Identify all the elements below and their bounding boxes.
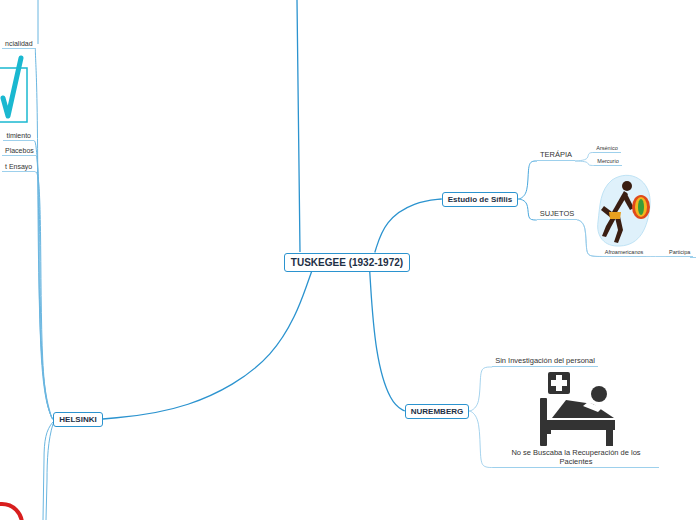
branch-line: [35, 49, 53, 419]
branch-line: [575, 153, 593, 162]
topic-text: No se Buscaba la Recuperación de los Pac…: [496, 448, 656, 466]
topic-text: SUJETOS: [540, 209, 574, 218]
topic-text: Sin Investigación del personal: [495, 356, 595, 365]
topic-text: ncialidad: [5, 40, 33, 47]
branch-line: [518, 161, 537, 199]
hospital-bed-icon: [540, 372, 615, 446]
branch-line: [575, 161, 594, 166]
branch-line: [469, 367, 492, 411]
subtopic: TERÁPIA: [537, 149, 575, 161]
topic-text: NUREMBERG: [411, 407, 463, 416]
subtopic: Mercurio: [594, 157, 621, 166]
prohibition-icon: [0, 504, 22, 520]
main-topic: Estudio de Sífilis: [442, 192, 518, 207]
subtopic: SUJETOS: [537, 208, 577, 220]
underline: [690, 257, 696, 258]
subtopic: Sin Investigación del personal: [492, 355, 598, 367]
checkmark-icon: [3, 58, 21, 116]
topic-text: Arsénico: [596, 145, 617, 151]
subtopic: No se Buscaba la Recuperación de los Pac…: [493, 447, 659, 468]
topic-text: Afroamericanos: [605, 249, 644, 255]
branch-line: [469, 411, 493, 468]
subtopic: Placebos: [2, 146, 37, 156]
branch-line: [38, 0, 39, 44]
branch-line: [370, 272, 405, 412]
subtopic: Arsénico: [593, 144, 620, 153]
main-topic: NUREMBERG: [405, 404, 469, 419]
topic-text: t Ensayo: [5, 163, 32, 170]
branch-line: [297, 0, 300, 252]
topic-text: Placebos: [5, 147, 34, 154]
branch-line: [43, 422, 53, 520]
topic-text: HELSINKI: [59, 415, 96, 424]
subtopic: Afroamericanos: [602, 248, 647, 257]
branch-line: [577, 220, 602, 257]
branch-line: [103, 272, 312, 420]
branch-line: [34, 141, 53, 419]
branch-line: [577, 220, 666, 257]
central-topic: TUSKEGEE (1932-1972): [284, 253, 410, 272]
topic-text: Participa: [669, 249, 690, 255]
topic-text: TERÁPIA: [540, 150, 572, 159]
topic-text: Estudio de Sífilis: [448, 195, 512, 204]
branch-line: [35, 172, 53, 419]
subtopic: Participa: [666, 248, 693, 257]
branch-line: [375, 199, 442, 253]
subtopic: timiento: [3, 131, 34, 141]
topic-text: timiento: [6, 132, 31, 139]
branch-line: [46, 424, 53, 520]
branch-line: [518, 199, 537, 220]
subtopic: ncialidad: [2, 39, 36, 49]
main-topic: HELSINKI: [53, 412, 102, 427]
topic-text: Mercurio: [597, 158, 618, 164]
subtopic: t Ensayo: [2, 162, 35, 172]
figure-illustration: [598, 175, 650, 246]
topic-text: TUSKEGEE (1932-1972): [291, 257, 403, 268]
